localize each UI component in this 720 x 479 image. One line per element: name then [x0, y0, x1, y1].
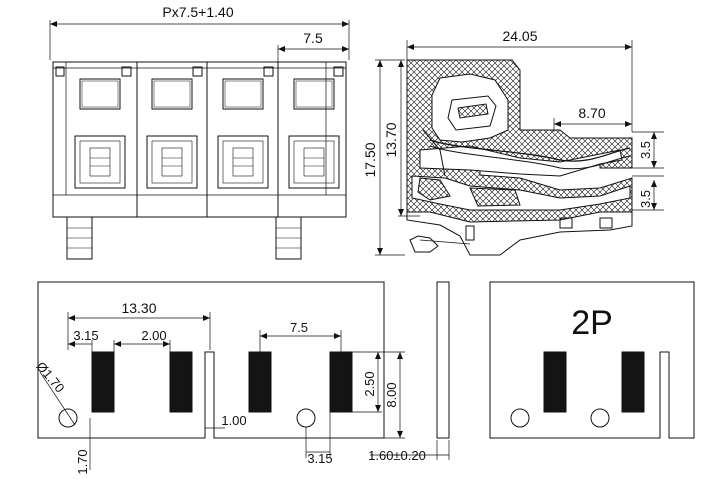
- dim-total-width-label: Px7.5+1.40: [162, 4, 233, 20]
- dim-board-label: 8.00: [384, 382, 399, 407]
- variant-hole-2: [590, 408, 610, 428]
- side-view: [375, 40, 664, 256]
- pin-2: [169, 351, 193, 413]
- front-body: [52, 61, 347, 218]
- dim-hole-offset-label: 3.15: [307, 451, 332, 466]
- dim-slot-lower-label: 3.5: [638, 190, 653, 208]
- dim-side-width-label: 24.05: [502, 28, 537, 44]
- hole-1: [58, 408, 78, 428]
- variant-view: [489, 281, 695, 439]
- variant-pin-2: [621, 351, 645, 413]
- dim-total-width: [49, 20, 350, 60]
- dim-side-upper-label: 13.70: [383, 122, 399, 157]
- front-pole-3: [217, 66, 274, 189]
- dim-span-label: 13.30: [121, 300, 156, 316]
- dim-side-height-label: 17.50: [362, 142, 378, 177]
- footprint-view: [37, 281, 450, 470]
- dim-pin-gap-label: 2.00: [141, 328, 166, 343]
- front-pole-4: [288, 66, 344, 189]
- hole-2: [296, 408, 316, 428]
- dim-first-offset-label: 3.15: [73, 328, 98, 343]
- dim-bottom-label: 1.70: [75, 449, 90, 474]
- dim-gap-label: 1.00: [221, 413, 246, 428]
- variant-pin-1: [543, 351, 567, 413]
- dim-slot-upper-label: 3.5: [638, 141, 653, 159]
- pin-1: [91, 351, 115, 413]
- front-pole-1: [74, 66, 132, 189]
- side-foot: [406, 212, 633, 256]
- pin-3: [248, 351, 272, 413]
- pin-4: [329, 351, 353, 413]
- variant-hole-1: [510, 408, 530, 428]
- variant-label: 2P: [571, 304, 613, 342]
- dim-thickness-label: 1.60±0.20: [368, 448, 426, 463]
- front-view: [49, 20, 350, 260]
- front-pole-2: [146, 66, 203, 189]
- dim-pitch: [277, 45, 349, 62]
- dim-side-overhang-label: 8.70: [578, 105, 605, 121]
- thickness-section: [436, 281, 450, 439]
- dim-pitch-label: 7.5: [303, 30, 323, 46]
- front-pins: [66, 216, 302, 260]
- dim-pitch-footprint-label: 7.5: [290, 320, 308, 335]
- dim-pin-height-label: 2.50: [362, 371, 377, 396]
- variant-board: [489, 281, 695, 439]
